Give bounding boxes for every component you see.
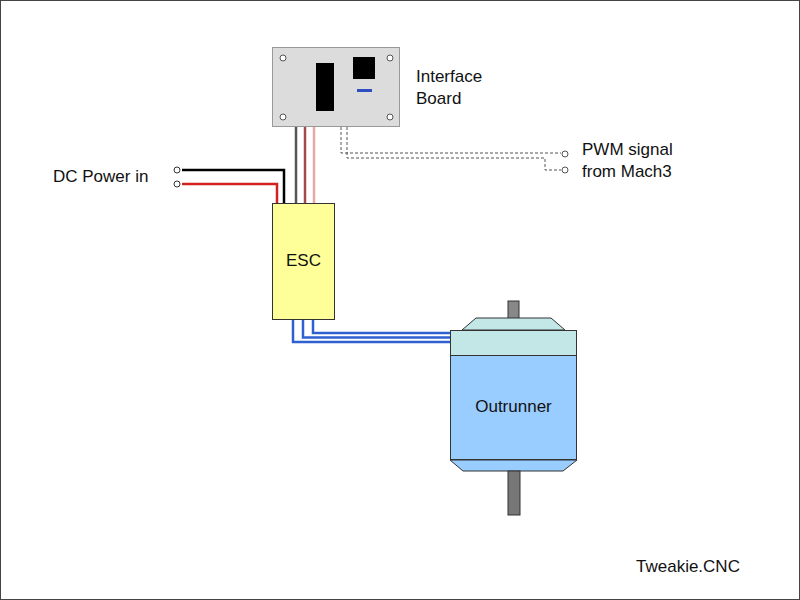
watermark: Tweakie.CNC: [636, 556, 776, 578]
dc-power-wires: [174, 167, 284, 203]
wire-bundle: [296, 127, 314, 203]
power-input-label: DC Power in: [53, 166, 173, 188]
signal-label: PWM signal from Mach3: [582, 139, 687, 183]
wire: [313, 320, 450, 333]
board-title: Interface Board: [416, 66, 496, 110]
motor-band: [451, 331, 576, 356]
wire: [293, 320, 450, 342]
wire: [313, 127, 316, 203]
interface-board: [272, 47, 400, 127]
wire: [295, 127, 298, 203]
interface-board: Interface Board: [272, 47, 400, 127]
wire-bundle: [293, 320, 450, 342]
node-label: Outrunner: [475, 396, 552, 418]
esc-box: ESC: [272, 203, 335, 320]
wire: [304, 127, 307, 203]
wire: [303, 320, 450, 338]
outrunner-motor: Outrunner: [450, 330, 577, 460]
outrunner-motor-parts: [450, 301, 577, 515]
pwm-signal-wires: [341, 127, 568, 173]
node-label: ESC: [286, 250, 321, 272]
